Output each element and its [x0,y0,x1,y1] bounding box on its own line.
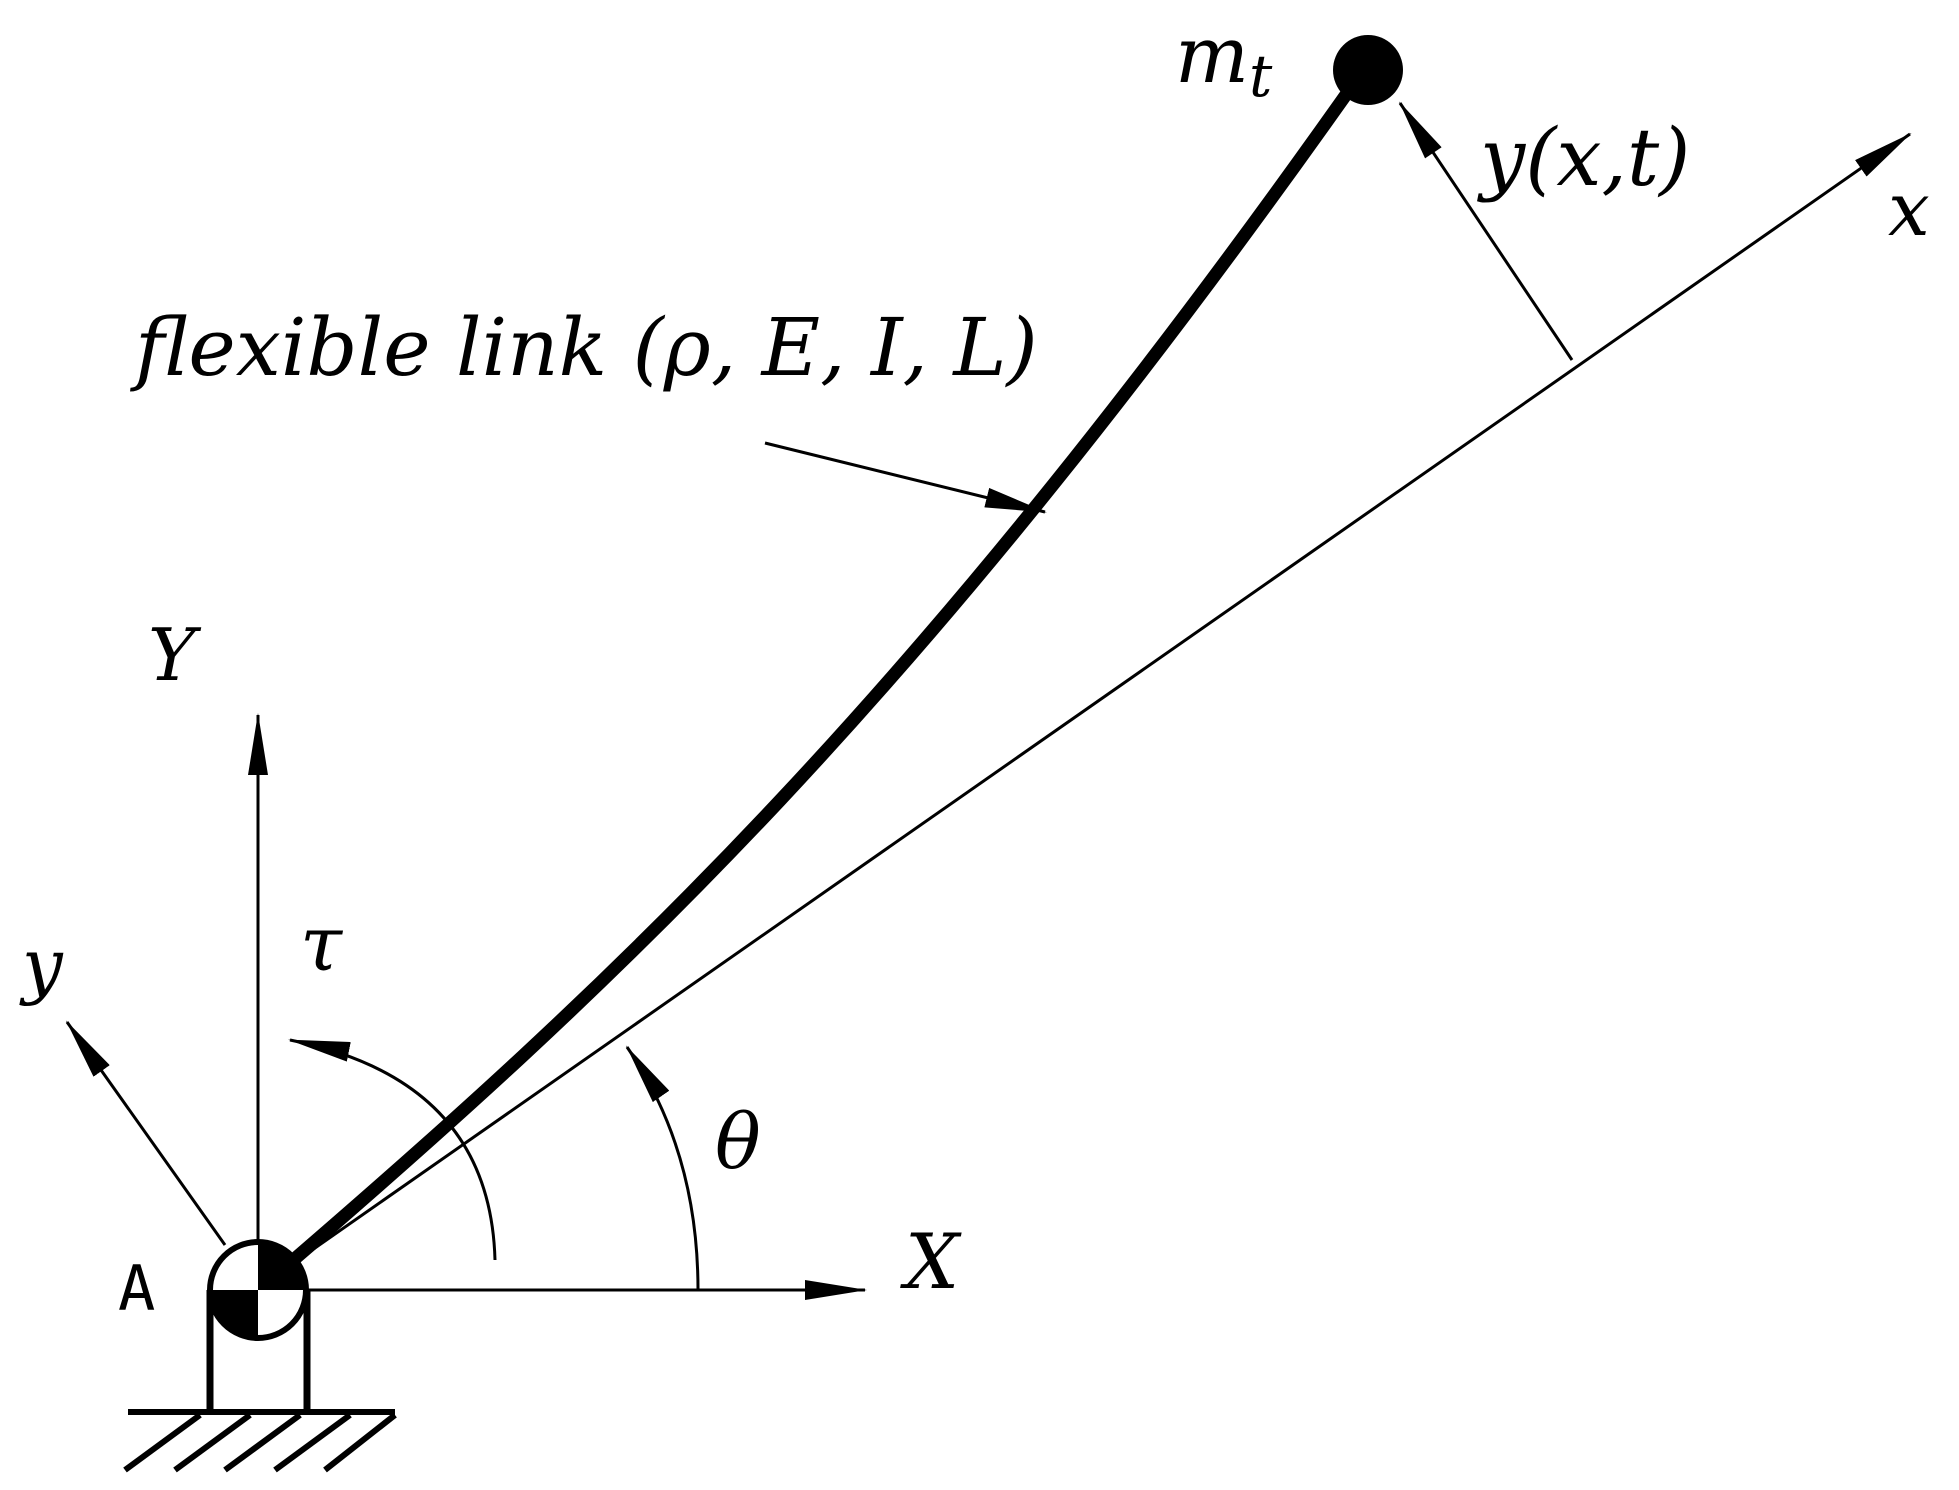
local-x-axis [261,132,1912,1287]
local-x-label: x [1888,167,1930,253]
local-y-axis [65,1020,227,1246]
link-pointer-arrow [764,441,1047,514]
angle-label: θ [715,1097,761,1186]
link-label: flexible link (ρ, E, I, L) [130,301,1038,394]
flexible-link-beam [255,65,1369,1294]
joint-a [207,1239,309,1341]
joint-label: A [118,1252,155,1325]
deflection-label: y(x,t) [1477,111,1690,204]
local-y-label: y [19,923,64,1007]
tip-mass-label: mt [1175,11,1273,110]
ground-support [123,1290,397,1473]
global-y-label: Y [148,613,202,697]
global-x-label: X [900,1217,962,1306]
deflection-arrow [1398,101,1574,361]
tip-mass [1333,35,1403,105]
theta-arc [625,1045,700,1291]
torque-label: τ [300,899,344,988]
torque-arc [288,1038,497,1261]
